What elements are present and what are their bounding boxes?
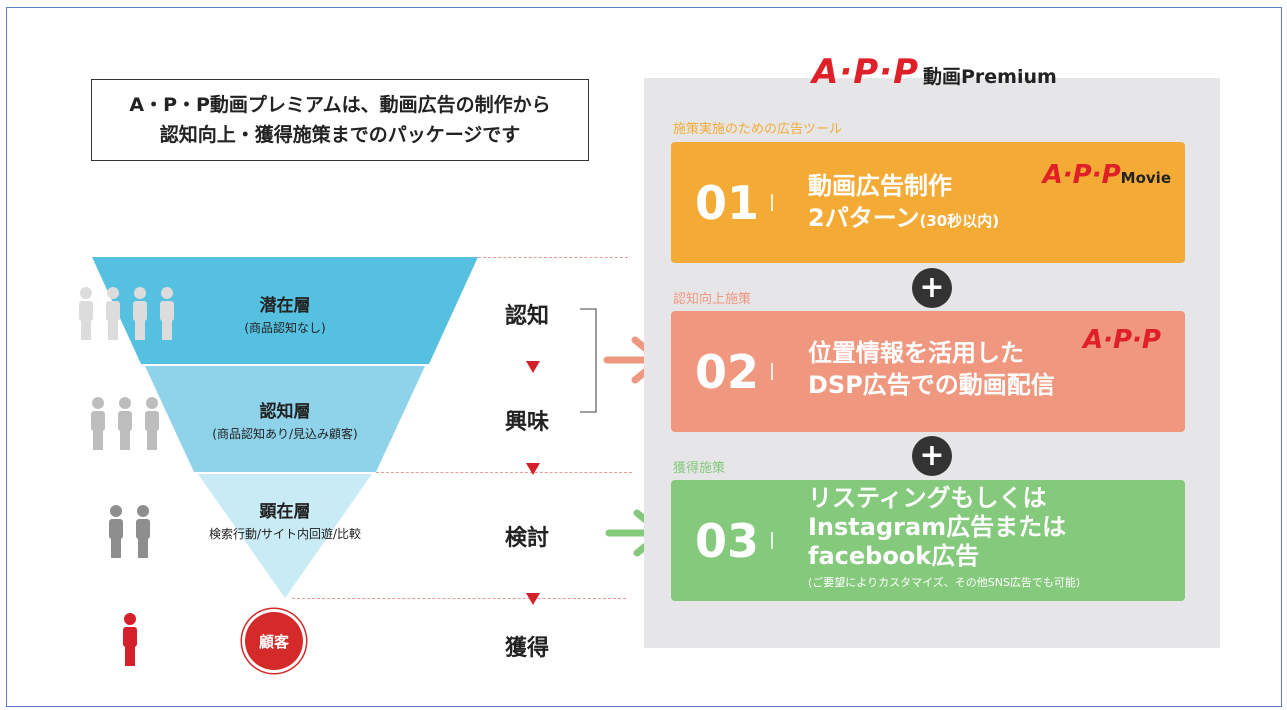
tool-number-03: 03 (695, 514, 760, 568)
stage-awareness: 認知 (505, 304, 550, 329)
layer-latent-sub: (商品認知なし) (244, 321, 326, 335)
stage-acquisition: 獲得 (505, 636, 550, 661)
funnel-layer-latent (92, 257, 478, 364)
app-movie-logo-main: A·P·P (1042, 160, 1121, 190)
tool-02-line1: 位置情報を活用した (808, 339, 1024, 367)
plus-icon-1: + (912, 268, 952, 308)
tool-03-line2: Instagram広告または (808, 513, 1067, 541)
layer-manifest-title: 顕在層 (259, 502, 311, 522)
layer-aware-title: 認知層 (259, 402, 311, 422)
category-awareness: 認知向上施策 (673, 292, 752, 307)
layer-aware-label: 認知層 (商品認知あり/見込み顧客) (165, 397, 405, 442)
guide-line-3 (292, 598, 626, 599)
app-movie-logo-sub: Movie (1120, 169, 1171, 187)
stage-arrow-1 (526, 361, 540, 373)
tool-03-line1: リスティングもしくは (808, 484, 1047, 512)
app-premium-logo: A·P·P 動画Premium (812, 52, 1057, 92)
funnel-layer-aware (145, 366, 425, 472)
intro-line-1: A・P・P動画プレミアムは、動画広告の制作から (129, 94, 551, 116)
plus-icon-2: + (912, 436, 952, 476)
app-movie-logo: A·P·PMovie (1043, 160, 1171, 190)
person-customer-icon (123, 613, 137, 666)
guide-line-2 (376, 472, 632, 473)
tool-01-line2: 2パターン (808, 204, 920, 232)
tool-separator-03 (771, 532, 773, 549)
tool-box-01: 01 動画広告制作 2パターン(30秒以内) A·P·PMovie (671, 142, 1185, 263)
tool-text-03: リスティングもしくは Instagram広告または facebook広告 (808, 484, 1066, 571)
layer-latent-title: 潜在層 (259, 296, 311, 316)
tool-01-line1: 動画広告制作 (808, 172, 952, 200)
tool-box-03: 03 リスティングもしくは Instagram広告または facebook広告 … (671, 480, 1185, 601)
tool-02-line2: DSP広告での動画配信 (808, 371, 1055, 399)
app-logo: A·P·P (1083, 325, 1161, 355)
tool-text-02: 位置情報を活用した DSP広告での動画配信 (808, 337, 1055, 401)
intro-box: A・P・P動画プレミアムは、動画広告の制作から 認知向上・獲得施策までのパッケー… (91, 79, 589, 161)
tool-number-02: 02 (695, 345, 760, 399)
category-tools: 施策実施のための広告ツール (673, 122, 843, 137)
layer-latent-label: 潜在層 (商品認知なし) (185, 291, 385, 336)
interest-bracket (580, 308, 597, 413)
tool-separator-01 (771, 194, 773, 211)
layer-aware-sub: (商品認知あり/見込み顧客) (212, 427, 358, 441)
tool-01-line2-small: (30秒以内) (919, 212, 1000, 230)
tool-03-note: (ご要望によりカスタマイズ、その他SNS広告でも可能) (808, 576, 1081, 589)
guide-line-1 (478, 257, 628, 258)
people-manifest-icon (109, 505, 150, 558)
tool-separator-02 (771, 363, 773, 380)
logo-app-text: A·P·P (812, 52, 919, 92)
layer-manifest-sub: 検索行動/サイト内回遊/比較 (208, 527, 362, 541)
layer-manifest-label: 顕在層 検索行動/サイト内回遊/比較 (170, 497, 400, 542)
customer-badge: 顧客 (245, 612, 303, 670)
funnel-layer-manifest (198, 474, 372, 598)
tool-box-02: 02 位置情報を活用した DSP広告での動画配信 A·P·P (671, 311, 1185, 432)
people-latent-icon (79, 287, 174, 340)
stage-consideration: 検討 (505, 526, 550, 551)
stage-interest: 興味 (505, 410, 550, 435)
tool-number-01: 01 (695, 176, 760, 230)
outer-frame (6, 7, 1282, 707)
tool-03-line3: facebook広告 (808, 542, 980, 570)
tool-text-01: 動画広告制作 2パターン(30秒以内) (808, 170, 999, 237)
stage-arrow-3 (526, 593, 540, 605)
intro-line-2: 認知向上・獲得施策までのパッケージです (159, 124, 521, 146)
logo-sub-text: 動画Premium (922, 66, 1057, 88)
people-aware-icon (91, 397, 159, 450)
stage-arrow-2 (526, 463, 540, 475)
tool-01-line2-wrap: 2パターン(30秒以内) (808, 202, 999, 237)
category-acquisition: 獲得施策 (673, 461, 726, 476)
